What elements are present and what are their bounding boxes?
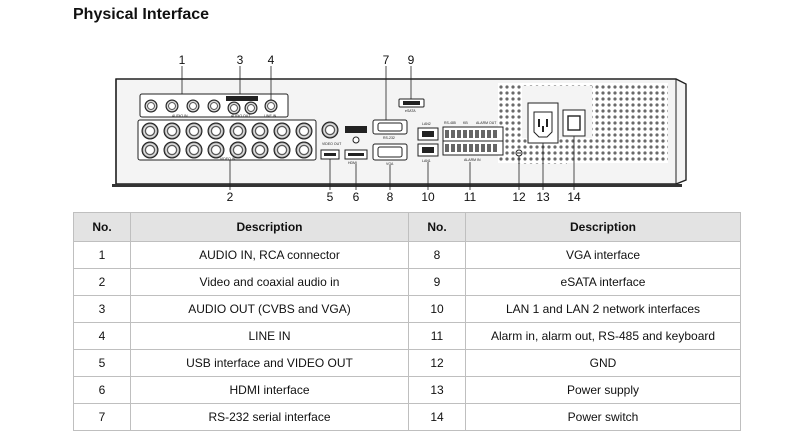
callout-13: 13 xyxy=(536,190,550,204)
hdmi-section: HDMI xyxy=(344,126,368,165)
cell-description: GND xyxy=(465,349,741,377)
esata-label: eSATA xyxy=(405,109,416,113)
cell-number: 7 xyxy=(73,403,131,431)
table-row: 4 LINE IN 11 Alarm in, alarm out, RS-485… xyxy=(73,322,741,350)
video-out-connector[interactable] xyxy=(321,121,339,139)
table-row: 1 AUDIO IN, RCA connector 8 VGA interfac… xyxy=(73,241,741,269)
rs232-vga-section: RS-232 VGA xyxy=(372,119,408,166)
cell-number: 12 xyxy=(408,349,466,377)
cell-description: Power supply xyxy=(465,376,741,404)
cell-number: 11 xyxy=(408,322,466,350)
header-description: Description xyxy=(130,212,409,242)
callout-7: 7 xyxy=(383,53,390,67)
cell-number: 4 xyxy=(73,322,131,350)
esata-section: eSATA xyxy=(398,98,425,113)
callout-3: 3 xyxy=(237,53,244,67)
cell-number: 10 xyxy=(408,295,466,323)
vga-label: VGA xyxy=(386,162,394,166)
cell-description: LAN 1 and LAN 2 network interfaces xyxy=(465,295,741,323)
lan2-label: LAN2 xyxy=(422,122,431,126)
cell-description: Video and coaxial audio in xyxy=(130,268,409,296)
table-row: 2 Video and coaxial audio in 9 eSATA int… xyxy=(73,268,741,296)
callout-11: 11 xyxy=(464,190,477,204)
audio-panel: AUDIO IN AUDIO OUT LINE IN xyxy=(139,93,289,118)
interface-table: No. Description No. Description 1 AUDIO … xyxy=(73,212,741,431)
cell-description: AUDIO IN, RCA connector xyxy=(130,241,409,269)
video-out-usb: VIDEO OUT xyxy=(320,121,342,160)
cell-description: VGA interface xyxy=(465,241,741,269)
callout-10: 10 xyxy=(421,190,435,204)
table-header-row: No. Description No. Description xyxy=(73,212,741,242)
lan-section: LAN2 LAN1 xyxy=(417,122,439,163)
rear-panel-diagram: AUDIO IN AUDIO OUT LINE IN VIDEO IN xyxy=(112,53,687,204)
cell-description: Alarm in, alarm out, RS-485 and keyboard xyxy=(465,322,741,350)
cell-number: 5 xyxy=(73,349,131,377)
alarm-in-label: ALARM IN xyxy=(464,158,481,162)
video-in-panel: VIDEO IN xyxy=(137,119,317,161)
kb-label: KB xyxy=(463,121,468,125)
power-switch[interactable] xyxy=(562,109,586,137)
audio-in-connectors[interactable] xyxy=(144,99,221,113)
callout-5: 5 xyxy=(327,190,334,204)
gnd-terminal[interactable] xyxy=(515,149,523,157)
callout-9: 9 xyxy=(408,53,415,67)
audio-out-label: AUDIO OUT xyxy=(231,114,251,118)
callout-14: 14 xyxy=(567,190,581,204)
callout-8: 8 xyxy=(387,190,394,204)
cell-description: eSATA interface xyxy=(465,268,741,296)
audio-in-label: AUDIO IN xyxy=(172,114,188,118)
callout-4: 4 xyxy=(268,53,275,67)
cell-number: 3 xyxy=(73,295,131,323)
cell-number: 1 xyxy=(73,241,131,269)
header-description: Description xyxy=(465,212,741,242)
callout-lines xyxy=(181,66,575,190)
video-in-label: VIDEO IN xyxy=(220,157,236,161)
alarm-out-label: ALARM OUT xyxy=(476,121,497,125)
cell-description: USB interface and VIDEO OUT xyxy=(130,349,409,377)
line-in-label: LINE IN xyxy=(264,114,277,118)
page-title: Physical Interface xyxy=(73,6,210,23)
table-row: 5 USB interface and VIDEO OUT 12 GND xyxy=(73,349,741,377)
header-no: No. xyxy=(408,212,466,242)
table-row: 6 HDMI interface 13 Power supply xyxy=(73,376,741,404)
alarm-section: RS-485 KB ALARM OUT ALARM IN xyxy=(442,121,504,162)
cell-number: 6 xyxy=(73,376,131,404)
rs485-label: RS-485 xyxy=(444,121,456,125)
alarm-terminals[interactable] xyxy=(442,126,504,156)
cell-number: 13 xyxy=(408,376,466,404)
callout-6: 6 xyxy=(353,190,360,204)
video-in-connectors[interactable] xyxy=(141,122,313,159)
cell-number: 8 xyxy=(408,241,466,269)
line-in-connector[interactable] xyxy=(264,99,278,113)
cell-description: LINE IN xyxy=(130,322,409,350)
cell-number: 14 xyxy=(408,403,466,431)
hdmi-label: HDMI xyxy=(348,161,357,165)
header-no: No. xyxy=(73,212,131,242)
cell-description: AUDIO OUT (CVBS and VGA) xyxy=(130,295,409,323)
callout-2: 2 xyxy=(227,190,234,204)
video-out-label: VIDEO OUT xyxy=(322,142,342,146)
audio-out-connectors[interactable] xyxy=(226,96,258,115)
cell-number: 9 xyxy=(408,268,466,296)
power-inlet[interactable] xyxy=(527,102,559,144)
table-row: 7 RS-232 serial interface 14 Power switc… xyxy=(73,403,741,431)
callout-12: 12 xyxy=(512,190,526,204)
table-row: 3 AUDIO OUT (CVBS and VGA) 10 LAN 1 and … xyxy=(73,295,741,323)
cell-number: 2 xyxy=(73,268,131,296)
callout-1: 1 xyxy=(179,53,186,67)
rs232-label: RS-232 xyxy=(383,136,395,140)
cell-description: HDMI interface xyxy=(130,376,409,404)
cell-description: Power switch xyxy=(465,403,741,431)
cell-description: RS-232 serial interface xyxy=(130,403,409,431)
lan1-label: LAN1 xyxy=(422,159,431,163)
